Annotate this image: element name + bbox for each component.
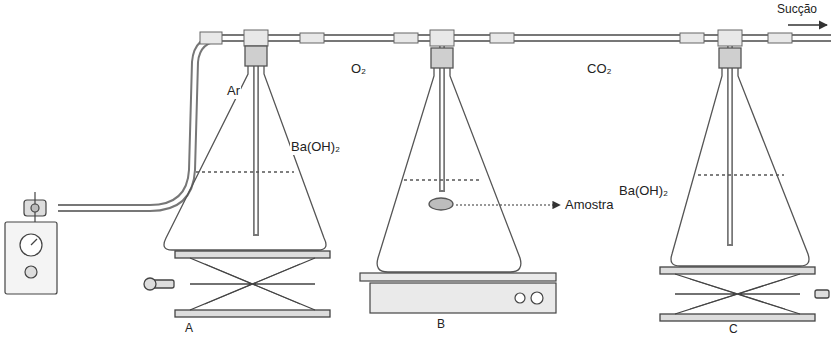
flask-letter: B	[436, 318, 446, 332]
tubing	[58, 38, 831, 246]
gas-label: Ar	[226, 84, 241, 99]
sample-label: Amostra	[564, 198, 614, 213]
reagent-label: Ba(OH)₂	[290, 140, 341, 155]
air-pump	[5, 192, 57, 294]
magnetic-stirrer	[360, 273, 556, 313]
gas-label: O₂	[350, 62, 367, 77]
suction-arrow	[788, 24, 827, 25]
flask-c	[671, 48, 809, 266]
lab-jack-a	[144, 251, 330, 317]
suction-label: Sucção	[776, 3, 818, 17]
lab-jack-c	[660, 267, 829, 321]
flask-b	[377, 48, 560, 272]
reagent-label: Ba(OH)₂	[618, 184, 669, 199]
flask-letter: C	[728, 323, 739, 337]
tube-coupling	[200, 30, 792, 46]
flask-letter: A	[184, 322, 194, 336]
gas-label: CO₂	[586, 62, 613, 77]
